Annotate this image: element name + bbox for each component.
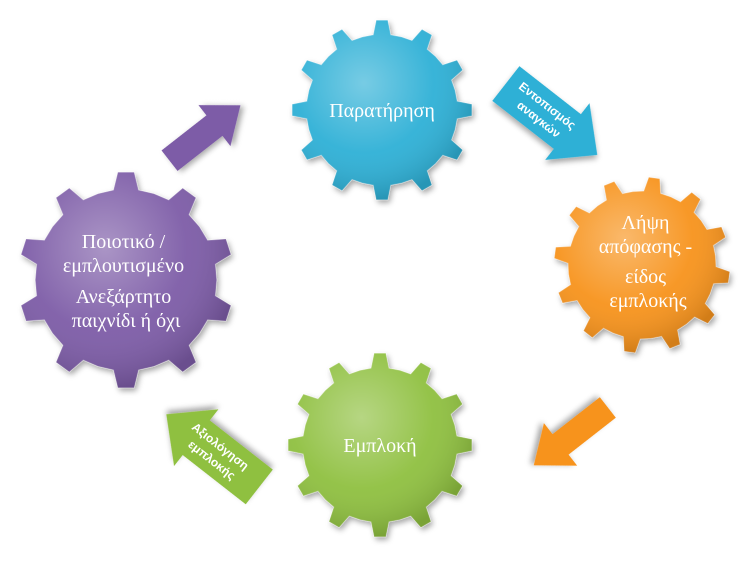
arrow-orange: [533, 397, 616, 466]
gear-label: Ποιοτικό / εμπλουτισμένο Ανεξάρτητο παιχ…: [63, 231, 189, 332]
arrow-purple: [161, 105, 241, 171]
arrow-shape: [166, 409, 273, 505]
arrow-shape: [492, 66, 598, 160]
gear-observation: Παρατήρηση: [291, 19, 473, 201]
arrow-needs-detection: Εντοπισμός αναγκών: [492, 66, 598, 160]
arrow-involvement-evaluation: Αξιολόγηση εμπλοκής: [166, 409, 273, 505]
gear-label: Λήψη απόφασης - είδος εμπλοκής: [599, 212, 697, 312]
arrow-shape: [161, 105, 241, 171]
gear-highlight: [21, 172, 231, 388]
gear-highlight: [554, 177, 730, 353]
gear-label: Εμπλοκή: [343, 435, 416, 457]
arrow-shape: [533, 397, 616, 466]
gear-label: Παρατήρηση: [329, 100, 435, 122]
gear-involvement: Εμπλοκή: [287, 352, 473, 538]
gear-highlight: [292, 20, 472, 200]
gear-decision: Λήψη απόφασης - είδος εμπλοκής: [553, 176, 731, 354]
gear-highlight: [288, 353, 472, 537]
gear-quality: Ποιοτικό / εμπλουτισμένο Ανεξάρτητο παιχ…: [20, 171, 232, 389]
